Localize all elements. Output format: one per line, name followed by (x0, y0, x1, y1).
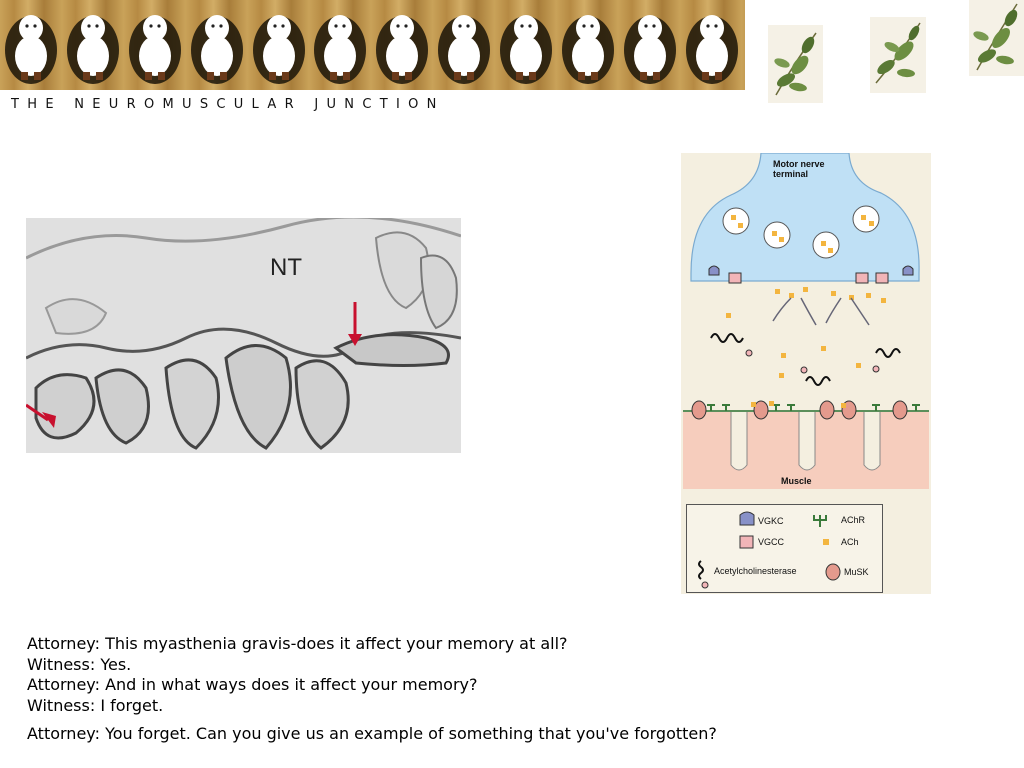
dialogue-line: Witness: Yes. (27, 654, 132, 674)
leaf-sprig-icon (969, 0, 1024, 76)
diagram-legend: VGKC VGCC AChR ACh Acetylcholinesterase … (686, 504, 883, 593)
snowman-figure-icon (62, 0, 124, 90)
snowman-figure-icon (495, 0, 557, 90)
snowman-figure-icon (557, 0, 619, 90)
snowman-figure-icon (371, 0, 433, 90)
dialogue-transcript: Attorney: This myasthenia gravis-does it… (27, 634, 717, 745)
micrograph-label: NT (270, 254, 302, 281)
snowman-figure-icon (433, 0, 495, 90)
snowman-figure-icon (681, 0, 743, 90)
dialogue-line: Attorney: You forget. Can you give us an… (27, 724, 717, 743)
legend-vgcc: VGCC (758, 537, 785, 547)
diagram-label-terminal: Motor nerve terminal (773, 159, 825, 179)
dialogue-line: Attorney: This myasthenia gravis-does it… (27, 634, 568, 653)
diagram-label-muscle: Muscle (781, 476, 812, 486)
nmj-diagram: Motor nerve terminal Muscle VGKC VGCC AC… (681, 153, 931, 594)
legend-ach: ACh (841, 537, 859, 547)
snowman-figure-icon (619, 0, 681, 90)
snowman-figure-icon (124, 0, 186, 90)
snowman-figure-icon (0, 0, 62, 90)
dialogue-line: Witness: I forget. (27, 695, 164, 715)
snowman-figure-icon (186, 0, 248, 90)
leaf-sprig-icon (768, 25, 823, 103)
leaf-sprig-icon (870, 17, 926, 93)
snowman-figure-icon (309, 0, 371, 90)
snowman-figure-icon (248, 0, 310, 90)
legend-acetylcholinesterase: Acetylcholinesterase (714, 566, 797, 576)
legend-vgkc: VGKC (758, 516, 784, 526)
dialogue-line: Attorney: And in what ways does it affec… (27, 675, 478, 694)
electron-micrograph: NT (26, 218, 461, 453)
legend-musk: MuSK (844, 567, 869, 577)
legend-achr: AChR (841, 515, 866, 525)
decorative-banner (0, 0, 745, 90)
page-title: THE NEUROMUSCULAR JUNCTION (11, 97, 445, 112)
